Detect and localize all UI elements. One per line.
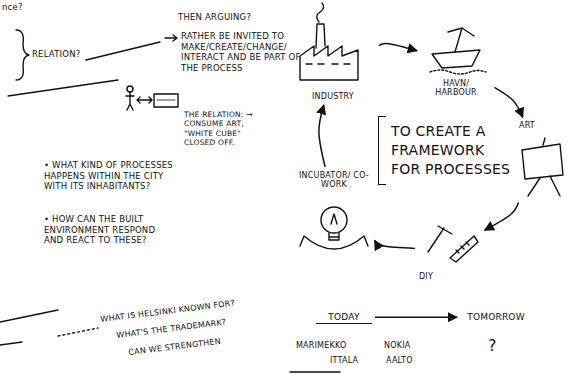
cycle-arrow [375, 316, 457, 318]
bracket-stub [379, 116, 386, 117]
double-arrow [137, 97, 152, 103]
note-text: RELATION? [32, 49, 102, 60]
note-text: MARIMEKKO [296, 341, 366, 351]
process-icon-node: INDUSTRY [290, 8, 376, 102]
cycle-arrow [319, 105, 325, 167]
note-text: WHAT IS HELSINKI KNOWN FOR? [100, 296, 260, 325]
process-icon-node: INCUBATOR/ CO-WORK [296, 170, 372, 262]
note-text: ? [488, 336, 508, 356]
node-label: INCUBATOR/ CO-WORK [297, 171, 371, 189]
sketch-line [86, 42, 160, 60]
process-icon-node: DIY [418, 220, 482, 282]
tools-icon [428, 226, 478, 262]
node-label: TODAY [317, 312, 371, 322]
node-label: DIY [419, 272, 481, 281]
factory-icon [300, 3, 358, 80]
note-text: • WHAT KIND OF PROCESSES HAPPENS WITHIN … [44, 160, 176, 192]
sketch-line [8, 80, 118, 96]
framework-box: TO CREATE A FRAMEWORK FOR PROCESSES [378, 116, 518, 185]
cycle-arrow [375, 240, 415, 248]
cycle-arrow [379, 44, 417, 51]
timeline-node: TOMORROW [460, 310, 532, 324]
node-label: INDUSTRY [291, 92, 375, 101]
cycle-arrow [485, 202, 519, 230]
note-text: ITTALA [330, 356, 380, 366]
person-icon [127, 86, 133, 92]
sketch-line [290, 371, 340, 372]
harbour-icon [430, 28, 486, 74]
note-text: THE RELATION: → CONSUME ART, "WHITE CUBE… [184, 110, 272, 148]
cycle-arrow [494, 87, 522, 117]
scribble [157, 100, 175, 101]
sketch-line [0, 310, 58, 345]
note-text: THEN ARGUING? [178, 12, 288, 23]
note-text: nce? [2, 2, 62, 13]
node-label: ART [519, 121, 575, 130]
lightbulb-icon [300, 207, 368, 249]
note-text: RATHER BE INVITED TO MAKE/CREATE/CHANGE/… [181, 31, 309, 74]
curly-bracket [16, 30, 29, 80]
process-icon-node: ART [518, 120, 576, 200]
bracket-stub [379, 184, 386, 185]
person-icon [126, 92, 134, 110]
node-label: HAVN/ HARBOUR [421, 79, 491, 97]
note-text: AALTO [386, 356, 436, 366]
note-text: NOKIA [384, 341, 434, 351]
dotted-line [58, 328, 98, 336]
node-label: TO CREATE A FRAMEWORK FOR PROCESSES [391, 122, 514, 179]
easel-icon [522, 138, 563, 196]
process-icon-node: HAVN/ HARBOUR [420, 22, 492, 98]
note-text: • HOW CAN THE BUILT ENVIRONMENT RESPOND … [44, 214, 176, 246]
timeline-node: TODAY [316, 310, 372, 324]
node-label: TOMORROW [461, 312, 531, 322]
small-arrow [165, 35, 177, 41]
museum-box [154, 94, 178, 107]
